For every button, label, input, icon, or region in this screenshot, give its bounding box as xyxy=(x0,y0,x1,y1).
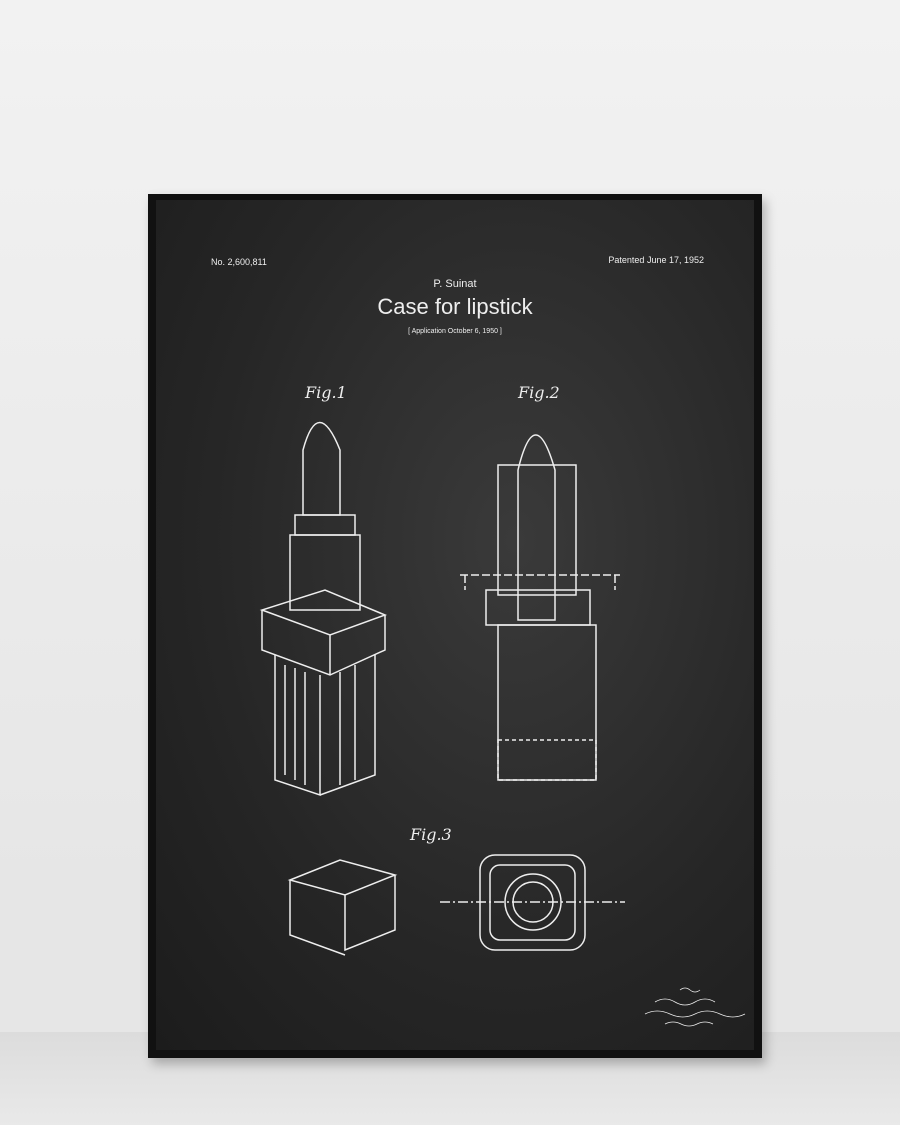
figure-2: Fig.2 xyxy=(460,383,620,781)
figure-1: Fig.1 xyxy=(259,383,388,797)
poster-frame: No. 2,600,811 Patented June 17, 1952 P. … xyxy=(148,194,762,1058)
application-date: [ Application October 6, 1950 ] xyxy=(408,328,502,335)
signature xyxy=(644,987,746,1027)
patent-date: Patented June 17, 1952 xyxy=(608,255,704,265)
fig1-label: Fig.1 xyxy=(304,383,347,402)
poster-title: Case for lipstick xyxy=(377,294,533,319)
fig3-label: Fig.3 xyxy=(409,825,452,844)
figure-3: Fig.3 xyxy=(287,825,625,956)
patent-number: No. 2,600,811 xyxy=(211,257,267,267)
inventor: P. Suinat xyxy=(433,278,477,290)
poster-board: No. 2,600,811 Patented June 17, 1952 P. … xyxy=(156,200,754,1050)
fig2-label: Fig.2 xyxy=(517,383,560,402)
